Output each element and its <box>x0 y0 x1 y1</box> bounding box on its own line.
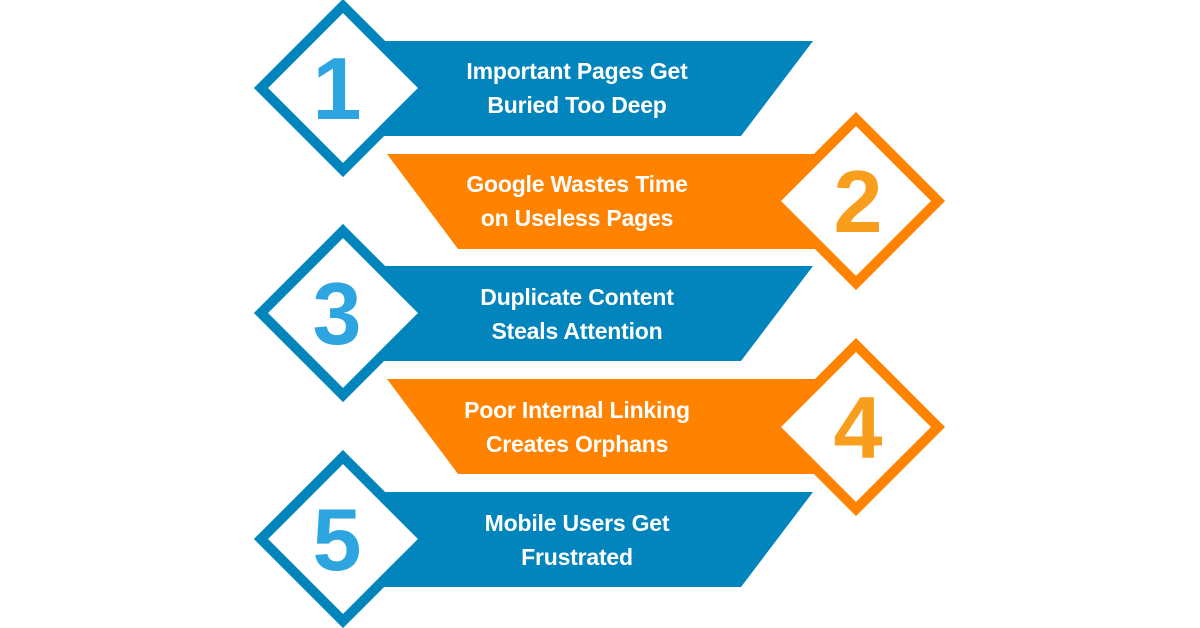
banner-4-line-1: Poor Internal Linking <box>464 397 690 423</box>
banner-2-line-1: Google Wastes Time <box>466 171 688 197</box>
banner-1-line-2: Buried Too Deep <box>487 92 667 118</box>
banner-4-line-2: Creates Orphans <box>485 431 669 457</box>
banner-1-text: Important Pages Get Buried Too Deep <box>427 54 727 122</box>
step-number-1: 1 <box>312 39 362 138</box>
banner-5-line-1: Mobile Users Get <box>484 510 670 536</box>
banner-5-line-2: Frustrated <box>521 544 633 570</box>
diamond-1-badge <box>253 0 433 178</box>
banner-2-line-2: on Useless Pages <box>480 205 674 231</box>
banner-2-text: Google Wastes Time on Useless Pages <box>427 167 727 235</box>
step-number-2: 2 <box>833 152 883 251</box>
banner-1-line-1: Important Pages Get <box>466 58 688 84</box>
banner-3-line-2: Steals Attention <box>491 318 663 344</box>
diamond-2-badge <box>766 111 946 291</box>
banner-3-line-1: Duplicate Content <box>480 284 674 310</box>
banner-3-shape <box>380 266 813 361</box>
diamond-3-badge <box>253 223 433 403</box>
banner-5-text: Mobile Users Get Frustrated <box>427 506 727 574</box>
banner-4-text: Poor Internal Linking Creates Orphans <box>427 393 727 461</box>
banner-2-shape <box>387 154 860 249</box>
diamond-5-badge <box>253 449 433 628</box>
banner-5-shape <box>380 492 813 587</box>
banner-1-shape <box>380 41 813 136</box>
step-number-5: 5 <box>312 490 362 589</box>
step-number-4: 4 <box>833 378 883 477</box>
step-number-3: 3 <box>312 264 362 363</box>
banner-3-text: Duplicate Content Steals Attention <box>427 280 727 348</box>
banner-4-shape <box>387 379 860 474</box>
diamond-4-badge <box>766 337 946 517</box>
